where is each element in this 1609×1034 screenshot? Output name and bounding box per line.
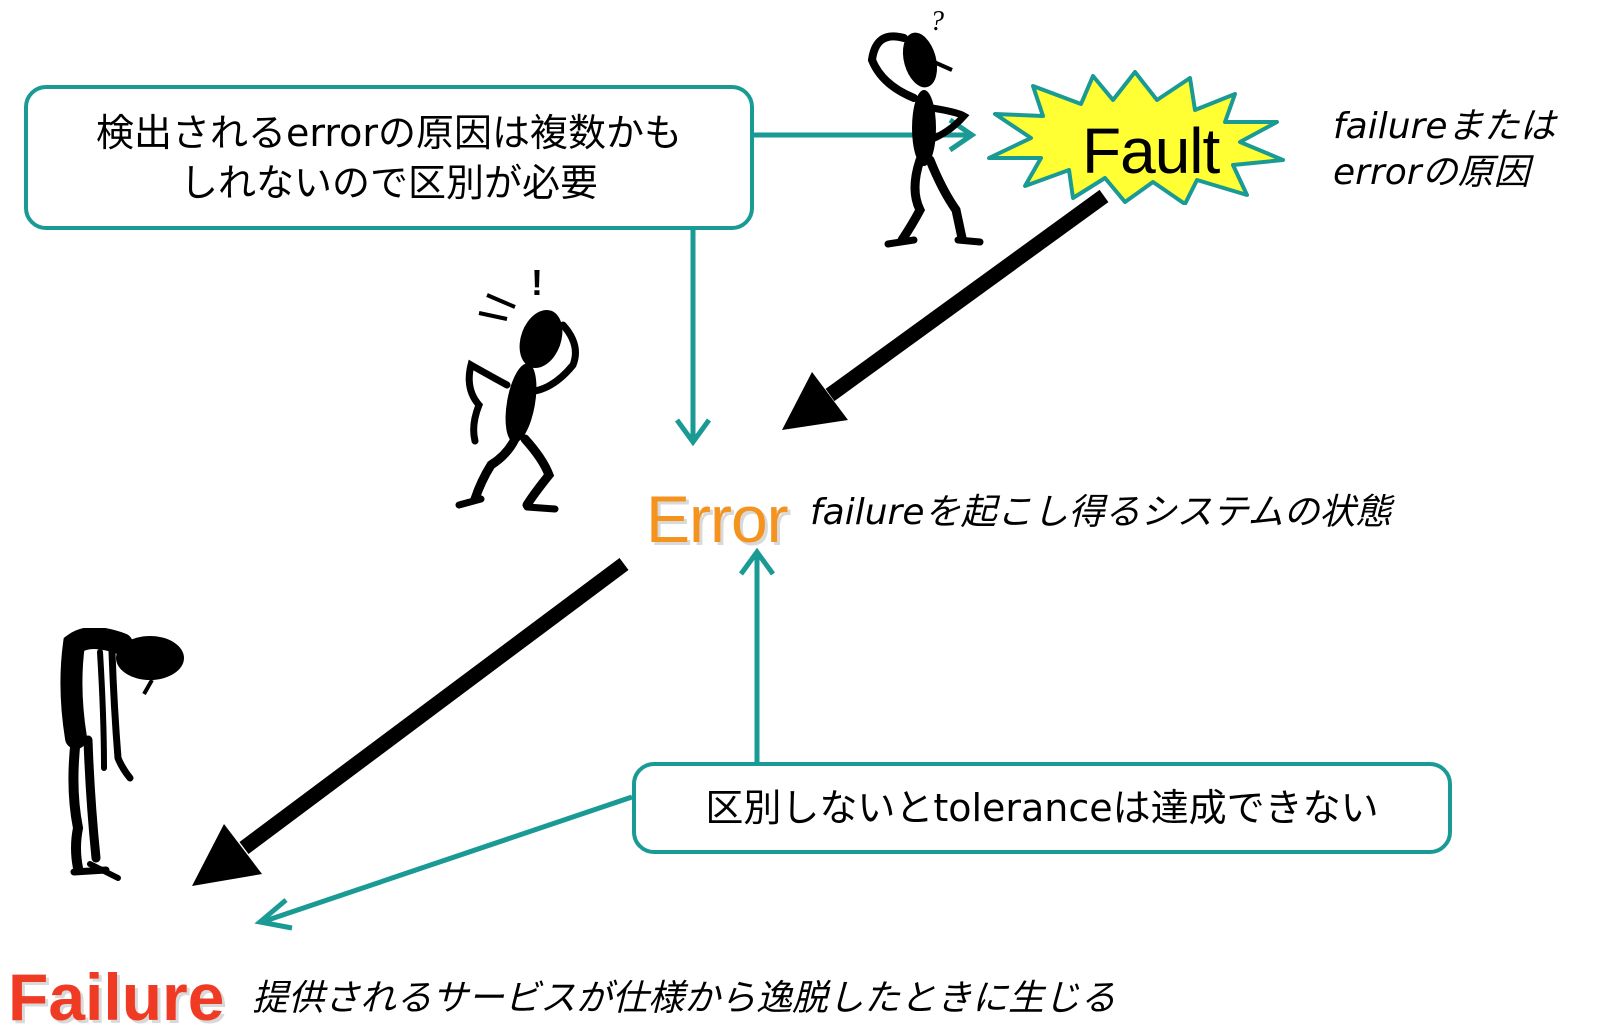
error-description: failureを起こし得るシステムの状態 [810, 492, 1392, 533]
error-label: Error [646, 482, 789, 556]
failure-description: 提供されるサービスが仕様から逸脱したときに生じる [252, 978, 1117, 1019]
callout-distinguish-causes: 検出されるerrorの原因は複数かも しれないので区別が必要 [24, 85, 754, 230]
dejected-person-icon [60, 628, 184, 881]
arrow-fault-to-error [782, 189, 1109, 430]
fault-label: Fault [1082, 115, 1220, 187]
callout-top-line1: 検出されるerrorの原因は複数かも [96, 110, 682, 155]
arrow-error-to-failure [192, 557, 629, 886]
fault-description: failureまたは errorの原因 [1333, 104, 1556, 196]
callout-tolerance: 区別しないとtoleranceは達成できない [632, 762, 1452, 854]
fault-description-line2: errorの原因 [1333, 152, 1530, 193]
starburst-shape [987, 70, 1285, 205]
exclamation-mark: ! [531, 262, 543, 303]
question-mark: ? [930, 6, 944, 37]
arrow-bottom-callout-to-failure [254, 794, 633, 931]
confused-person-icon: ? [868, 6, 984, 248]
arrow-bottom-callout-to-error [738, 547, 776, 762]
failure-label: Failure [8, 960, 225, 1034]
callout-bottom-text: 区別しないとtoleranceは達成できない [705, 786, 1379, 830]
arrow-callout-to-error [674, 230, 712, 447]
callout-top-line2: しれないので区別が必要 [179, 160, 598, 205]
fault-starburst [987, 70, 1285, 205]
alarmed-person-icon: ! [455, 262, 579, 513]
fault-description-line1: failureまたは [1333, 106, 1556, 147]
